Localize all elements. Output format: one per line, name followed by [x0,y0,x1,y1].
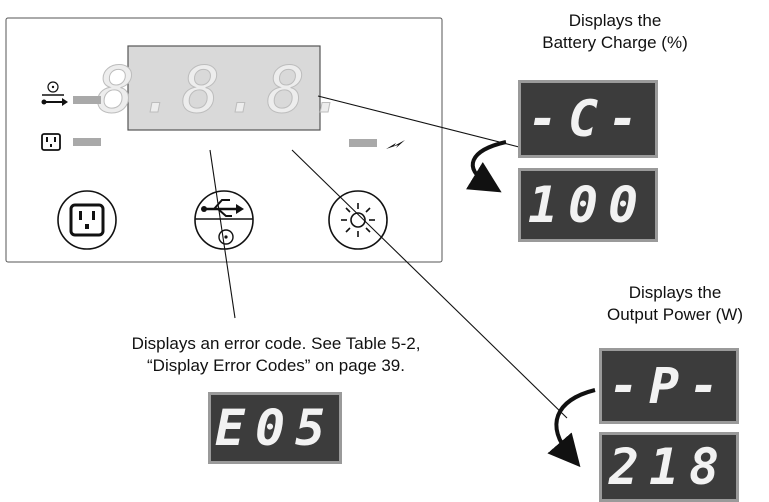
error-caption-line1: Displays an error code. See Table 5-2, [131,334,421,353]
power-value-text: 218 [608,438,730,496]
battery-caption: Displays the Battery Charge (%) [510,10,720,54]
battery-value-display: 100 [518,168,658,242]
error-caption-line2: “Display Error Codes” on page 39. [147,356,405,375]
power-cycle-arrow [547,388,596,468]
ups-front-panel [5,17,443,263]
power-callout-line [291,149,568,419]
battery-value-text: 100 [527,176,649,234]
sun-icon-button[interactable] [328,190,388,250]
error-code-text: E05 [214,399,336,457]
usb-indicator-led [73,96,101,104]
main-display-digits: 8.8.8. [96,54,351,128]
error-callout-line [209,149,236,319]
power-caption: Displays the Output Power (W) [580,282,769,326]
power-mode-text: -P- [608,357,730,415]
error-code-display: E05 [208,392,342,464]
power-mode-display: -P- [599,348,739,424]
fault-indicator-led [349,139,377,147]
outlet-indicator-led [73,138,101,146]
usb-icon [41,81,68,106]
lightning-icon [386,140,405,149]
outlet-icon [41,133,61,151]
main-display [127,45,321,131]
usb-ac-button[interactable] [194,190,254,250]
battery-mode-display: -C- [518,80,658,158]
battery-cycle-arrow [465,140,507,193]
error-caption: Displays an error code. See Table 5-2, “… [106,333,446,377]
battery-caption-line1: Displays the [568,11,662,30]
battery-callout-line [317,95,520,148]
battery-caption-line2: Battery Charge (%) [542,33,688,52]
power-caption-line1: Displays the [628,283,722,302]
power-value-display: 218 [599,432,739,502]
power-caption-line2: Output Power (W) [606,305,744,324]
outlet-power-button[interactable] [57,190,117,250]
battery-mode-text: -C- [527,90,649,148]
